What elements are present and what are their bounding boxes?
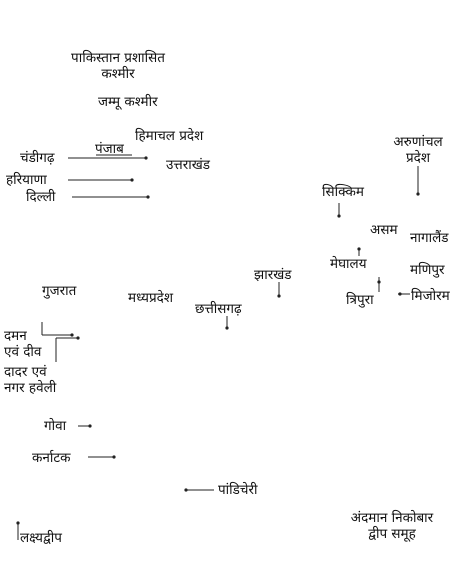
label-madhya-pradesh: मध्यप्रदेश bbox=[128, 290, 174, 306]
label-mizoram: मिजोरम bbox=[411, 288, 450, 304]
dot-meghalaya bbox=[357, 247, 361, 251]
dot-haryana bbox=[130, 178, 134, 182]
label-andaman-nicobar: अंदमान निकोबार द्वीप समूह bbox=[330, 510, 454, 542]
label-pondicherry: पांडिचेरी bbox=[218, 482, 258, 498]
label-sikkim: सिक्किम bbox=[322, 184, 364, 200]
dot-lakshadweep bbox=[16, 521, 20, 525]
label-nagaland: नागालैंड bbox=[410, 230, 449, 246]
dot-chhattisgarh bbox=[225, 326, 229, 330]
dot-daman bbox=[70, 333, 74, 337]
label-chandigarh: चंडीगढ़ bbox=[20, 150, 55, 166]
label-pok-line2: कश्मीर bbox=[101, 66, 135, 82]
dot-jharkhand bbox=[277, 294, 281, 298]
label-haryana: हरियाणा bbox=[6, 172, 47, 188]
dot-karnataka bbox=[112, 455, 116, 459]
dot-sikkim bbox=[337, 214, 341, 218]
label-goa: गोवा bbox=[44, 418, 67, 434]
label-andaman-line2: द्वीप समूह bbox=[368, 526, 416, 542]
dot-dadra bbox=[76, 336, 80, 340]
label-assam: असम bbox=[370, 222, 398, 238]
dot-arunachal bbox=[416, 192, 420, 196]
dot-tripura bbox=[377, 280, 381, 284]
label-gujarat: गुजरात bbox=[42, 283, 77, 299]
dot-mizoram bbox=[398, 292, 402, 296]
dot-chandigarh bbox=[144, 156, 148, 160]
label-dadra-line2: नगर हवेली bbox=[4, 380, 57, 396]
label-daman-diu: दमन एवं दीव bbox=[4, 328, 41, 360]
label-jammu-kashmir: जम्मू कश्मीर bbox=[98, 94, 158, 110]
label-chhattisgarh: छत्तीसगढ़ bbox=[195, 301, 242, 317]
label-tripura: त्रिपुरा bbox=[346, 292, 374, 308]
label-delhi: दिल्ली bbox=[26, 189, 56, 205]
dot-goa bbox=[88, 424, 92, 428]
label-himachal-pradesh: हिमाचल प्रदेश bbox=[135, 128, 204, 144]
dot-delhi bbox=[146, 195, 150, 199]
label-pok: पाकिस्तान प्रशासित कश्मीर bbox=[48, 50, 188, 82]
label-andaman-line1: अंदमान निकोबार bbox=[350, 510, 434, 526]
dot-pondicherry bbox=[184, 488, 188, 492]
label-jharkhand: झारखंड bbox=[254, 267, 292, 283]
label-meghalaya: मेघालय bbox=[330, 256, 367, 272]
label-arunachal-line2: प्रदेश bbox=[405, 150, 431, 166]
label-lakshadweep: लक्ष्यद्वीप bbox=[20, 530, 62, 546]
label-arunachal-line1: अरुणांचल bbox=[393, 134, 443, 150]
label-daman-line2: एवं दीव bbox=[4, 344, 42, 360]
label-pok-line1: पाकिस्तान प्रशासित bbox=[71, 50, 165, 66]
label-karnataka: कर्नाटक bbox=[32, 450, 71, 466]
label-arunachal-pradesh: अरुणांचल प्रदेश bbox=[378, 134, 458, 166]
label-punjab: पंजाब bbox=[95, 141, 124, 157]
label-dadra-line1: दादर एवं bbox=[4, 364, 47, 380]
label-daman-line1: दमन bbox=[4, 328, 27, 344]
label-uttarakhand: उत्तराखंड bbox=[166, 157, 211, 173]
label-manipur: मणिपुर bbox=[410, 262, 445, 278]
label-dadra-nagar-haveli: दादर एवं नगर हवेली bbox=[4, 364, 56, 396]
